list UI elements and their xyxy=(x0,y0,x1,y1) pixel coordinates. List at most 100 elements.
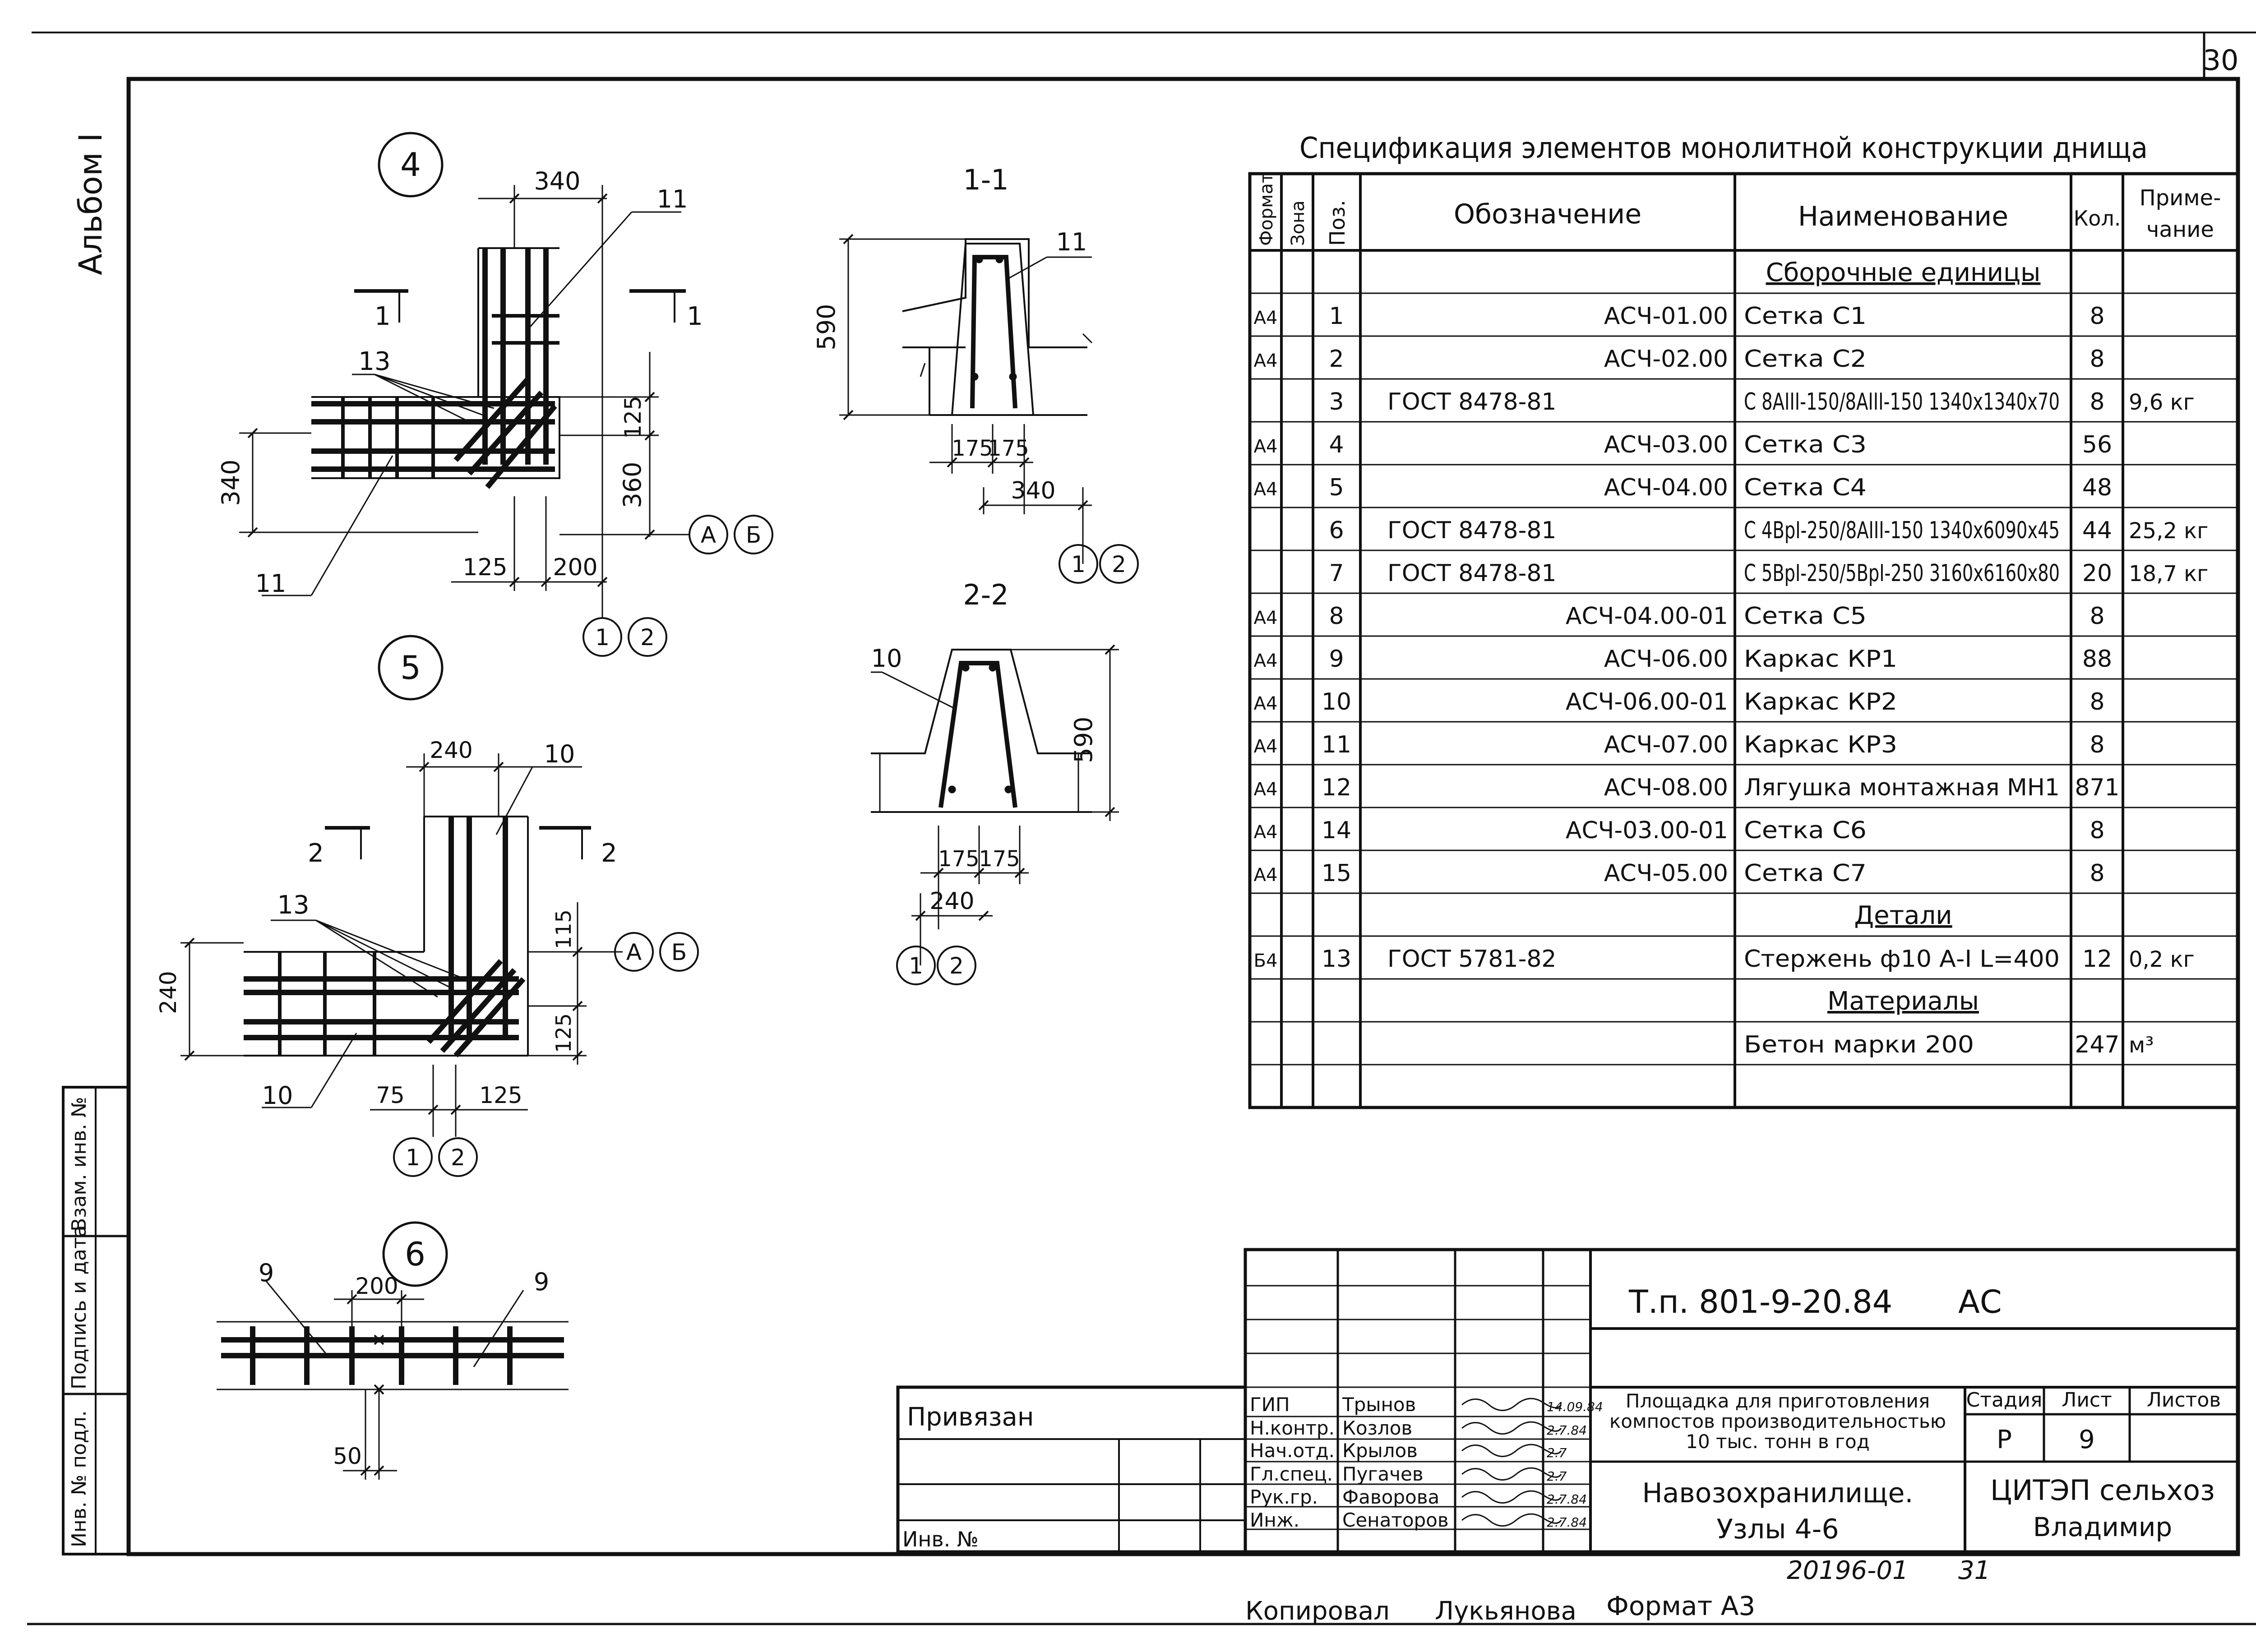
project-line-3: 10 тыс. тонн в год xyxy=(1686,1431,1870,1453)
node-5-axis-1: 1 xyxy=(406,1144,420,1171)
node-5-labels: 5 240 240 115 125 75 125 10 10 13 2 2 А … xyxy=(155,649,687,1171)
spec-cell-designation: АСЧ-05.00 xyxy=(1604,860,1728,887)
section-1-1-pos: 11 xyxy=(1056,228,1087,256)
stamp-replaced-inv: Взам. инв. № xyxy=(68,1097,91,1232)
spec-cell-qty: 88 xyxy=(2082,646,2112,673)
spec-cell-pos: 2 xyxy=(1329,346,1344,373)
spec-header-designation: Обозначение xyxy=(1454,198,1641,230)
spec-cell-format: А4 xyxy=(1254,308,1278,328)
section-1-1-dim-h: 590 xyxy=(812,304,841,350)
spec-cell-format: А4 xyxy=(1254,608,1278,628)
node-6-dim-bottom: 50 xyxy=(333,1443,362,1469)
node-4-labels: 4 340 340 125 360 125 200 11 11 13 1 1 А… xyxy=(217,146,761,651)
spec-header-pos: Поз. xyxy=(1325,200,1350,246)
section-2-2-axis-2: 2 xyxy=(949,953,964,979)
node-5-number: 5 xyxy=(400,649,421,687)
spec-cell-name: С 4ВрI-250/8АIII-150 1340х6090х45 xyxy=(1744,517,2060,544)
section-2-2-dim-w1: 175 xyxy=(938,846,980,872)
spec-cell-qty: 8 xyxy=(2090,346,2104,373)
spec-cell-qty: 8 xyxy=(2090,688,2104,715)
spec-header-zone: Зона xyxy=(1288,200,1308,246)
spec-cell-note: 18,7 кг xyxy=(2129,561,2208,586)
section-2-2-dim-w: 240 xyxy=(929,888,974,915)
node-5-axis-a: А xyxy=(626,939,642,965)
node-5-dim-b1: 75 xyxy=(376,1082,405,1108)
section-1-1-labels: 1-1 590 175 175 340 11 1 2 xyxy=(812,163,1126,577)
spec-cell-designation: ГОСТ 8478-81 xyxy=(1387,560,1557,587)
stamp-signature-date: Подпись и дата xyxy=(68,1225,91,1389)
node-4-number: 4 xyxy=(400,146,421,184)
object-line-2: Узлы 4-6 xyxy=(1716,1514,1839,1545)
spec-table xyxy=(1248,172,2240,1109)
staff-role: Н.контр. xyxy=(1250,1417,1335,1439)
staff-role: Гл.спец. xyxy=(1250,1463,1333,1485)
spec-cell-qty: 44 xyxy=(2082,517,2112,544)
spec-cell-designation: ГОСТ 5781-82 xyxy=(1387,946,1557,973)
spec-section-title: Материалы xyxy=(1827,987,1979,1016)
spec-header-qty: Кол. xyxy=(2074,206,2121,231)
section-1-1-axis-2: 2 xyxy=(1112,551,1126,577)
node-5-axis-b: Б xyxy=(671,939,687,965)
spec-cell-pos: 4 xyxy=(1329,431,1344,458)
spec-cell-name: Сетка С1 xyxy=(1744,303,1867,330)
spec-header-name: Наименование xyxy=(1798,201,2008,232)
sheet-value: 9 xyxy=(2079,1425,2095,1454)
spec-cell-note: м³ xyxy=(2129,1033,2154,1058)
section-1-1-dim-w1: 175 xyxy=(952,436,993,461)
staff-role: ГИП xyxy=(1250,1394,1290,1416)
spec-cell-name: Бетон марки 200 xyxy=(1744,1031,1974,1058)
signature-mark xyxy=(1461,1444,1562,1457)
spec-cell-name: Каркас КР1 xyxy=(1744,646,1897,673)
spec-cell-qty: 56 xyxy=(2082,431,2112,458)
staff-name: Трынов xyxy=(1342,1394,1416,1416)
spec-cell-name: Сетка С2 xyxy=(1744,346,1867,373)
spec-cell-qty: 8 xyxy=(2090,817,2104,844)
node-4-pos-11-bottom: 11 xyxy=(255,569,287,598)
section-2-2-axis-1: 1 xyxy=(909,953,923,979)
node-5-dim-r1: 115 xyxy=(551,909,576,949)
spec-cell-note: 0,2 кг xyxy=(2129,947,2195,972)
spec-cell-format: А4 xyxy=(1254,479,1278,500)
node-4-dim-top: 340 xyxy=(534,167,580,195)
spec-section-title: Сборочные единицы xyxy=(1766,258,2041,287)
spec-cell-pos: 8 xyxy=(1329,603,1344,630)
project-line-1: Площадка для приготовления xyxy=(1626,1390,1930,1412)
node-5-dim-top: 240 xyxy=(430,737,472,763)
spec-header-note-2: чание xyxy=(2146,217,2214,242)
node-5-detail xyxy=(180,635,699,1177)
staff-name: Козлов xyxy=(1342,1417,1412,1439)
project-line-2: компостов производительностью xyxy=(1609,1410,1946,1432)
project-mark: АС xyxy=(1958,1283,2002,1320)
spec-cell-note: 25,2 кг xyxy=(2129,518,2208,544)
node-6-number: 6 xyxy=(405,1235,425,1273)
section-2-2-dim-h: 590 xyxy=(1069,716,1098,763)
node-5-cut-left: 2 xyxy=(308,839,324,868)
spec-cell-pos: 11 xyxy=(1322,731,1351,758)
spec-cell-pos: 3 xyxy=(1329,388,1344,415)
staff-role: Инж. xyxy=(1250,1509,1299,1531)
node-6-labels: 6 200 50 9 9 xyxy=(259,1235,549,1469)
node-4-dim-b1: 125 xyxy=(462,554,507,581)
node-5-pos-10-top: 10 xyxy=(544,740,575,768)
sheets-label: Листов xyxy=(2147,1389,2221,1412)
format-label: Формат А3 xyxy=(1606,1591,1755,1621)
section-2-2-pos: 10 xyxy=(871,644,902,673)
spec-cell-qty: 48 xyxy=(2082,474,2112,501)
spec-cell-designation: АСЧ-04.00-01 xyxy=(1566,603,1728,630)
spec-cell-designation: АСЧ-02.00 xyxy=(1604,346,1728,373)
spec-cell-name: Стержень ф10 А-I L=400 xyxy=(1744,946,2060,973)
node-6-detail xyxy=(217,1221,569,1480)
spec-cell-pos: 12 xyxy=(1322,774,1351,801)
node-4-axis-b: Б xyxy=(746,522,761,548)
spec-cell-pos: 1 xyxy=(1329,303,1344,330)
node-4-dim-b2: 200 xyxy=(553,554,597,581)
bottom-page: 31 xyxy=(1958,1556,1990,1585)
node-4-axis-2: 2 xyxy=(640,624,655,651)
signature-mark xyxy=(1461,1490,1562,1504)
spec-cell-format: А4 xyxy=(1254,351,1278,371)
spec-cell-pos: 14 xyxy=(1322,817,1351,844)
title-block xyxy=(896,1248,2240,1554)
page-number: 30 xyxy=(2203,44,2239,77)
spec-cell-designation: АСЧ-06.00 xyxy=(1604,646,1728,673)
spec-cell-pos: 6 xyxy=(1329,517,1344,544)
